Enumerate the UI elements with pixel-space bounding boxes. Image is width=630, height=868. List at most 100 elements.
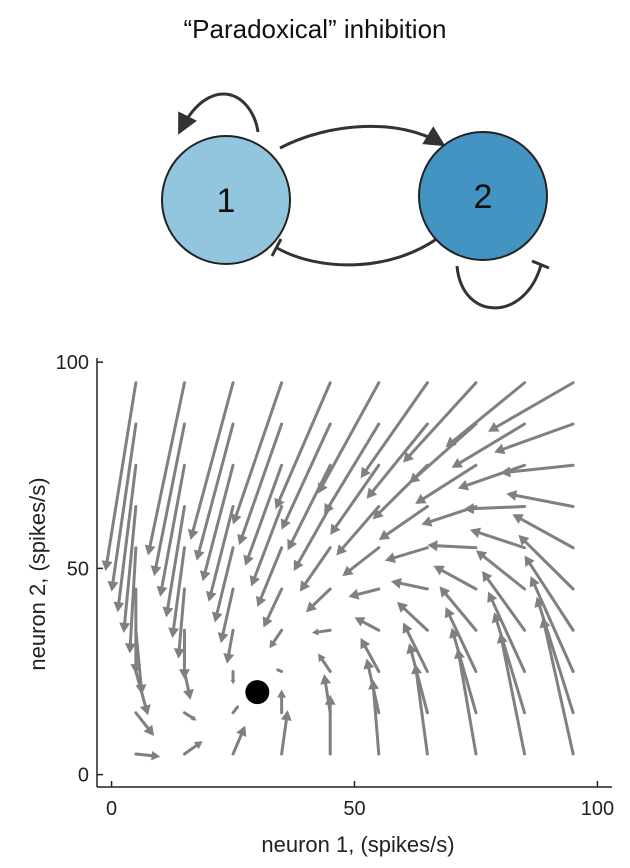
- y-axis-label: neuron 2, (spikes/s): [25, 477, 50, 670]
- vector-arrow: [439, 586, 478, 632]
- vector-arrow: [311, 628, 332, 636]
- vector-arrow: [406, 643, 429, 715]
- excitation-1-to-2-arrow: [279, 124, 446, 150]
- self-excitation-arrow: [178, 92, 260, 135]
- vector-arrow: [231, 705, 240, 715]
- vector-arrow: [403, 381, 478, 463]
- vector-arrow: [178, 628, 190, 680]
- vector-arrow: [262, 587, 284, 628]
- vector-arrow: [237, 422, 284, 546]
- vector-arrow: [318, 653, 332, 673]
- vector-arrow: [518, 534, 575, 591]
- vector-field: [101, 381, 575, 761]
- vector-arrow: [451, 422, 527, 468]
- vector-arrow: [280, 710, 292, 756]
- vector-arrow: [287, 463, 332, 551]
- x-tick-label: 100: [581, 798, 614, 820]
- vector-arrow: [299, 546, 332, 592]
- vector-arrow: [330, 463, 381, 535]
- vector-arrow: [187, 381, 235, 541]
- vector-arrow: [348, 587, 381, 600]
- vector-arrow: [274, 381, 332, 510]
- vector-arrow: [150, 422, 186, 577]
- vector-arrow: [217, 587, 235, 644]
- vector-arrow: [402, 622, 429, 673]
- vector-arrow: [449, 627, 478, 715]
- vector-arrow: [539, 617, 575, 756]
- node-2-circle: [418, 131, 548, 261]
- vector-arrow: [360, 637, 381, 673]
- vector-arrow: [318, 381, 381, 494]
- vector-arrow: [482, 570, 527, 632]
- vector-arrow: [366, 422, 429, 499]
- vector-arrow: [119, 505, 138, 633]
- vector-arrow: [280, 422, 332, 530]
- vector-arrow: [324, 422, 381, 515]
- vector-arrow: [494, 422, 575, 455]
- vector-arrow: [427, 540, 478, 552]
- vector-arrow: [415, 463, 478, 504]
- vector-arrow: [231, 381, 284, 525]
- vector-arrow: [231, 725, 247, 756]
- vector-arrow: [487, 591, 527, 673]
- y-tick-label: 0: [78, 765, 89, 787]
- node-1-circle: [161, 135, 291, 265]
- vector-arrow: [193, 422, 235, 561]
- vector-arrow: [113, 463, 138, 613]
- vector-arrow: [496, 632, 527, 756]
- node-1-label: 1: [217, 182, 236, 220]
- vector-arrow: [243, 463, 284, 566]
- vector-arrow: [101, 381, 138, 571]
- vector-arrow: [211, 546, 235, 623]
- vector-arrow: [182, 741, 203, 756]
- fixed-point-layer: [245, 680, 270, 705]
- vector-arrow: [360, 381, 429, 479]
- figure-title: “Paradoxical” inhibition: [183, 14, 447, 44]
- vector-arrow: [205, 505, 235, 602]
- vector-arrow: [512, 514, 575, 550]
- vector-arrow: [534, 596, 575, 715]
- vector-arrow: [506, 490, 575, 508]
- vector-arrow: [134, 750, 161, 761]
- vector-arrow: [444, 607, 478, 673]
- vector-arrow: [354, 617, 381, 632]
- vector-arrow: [445, 381, 527, 448]
- self-inhibition-bar: [531, 259, 550, 270]
- vector-arrow: [173, 587, 186, 659]
- inhibition-2-to-1-bar: [270, 238, 283, 257]
- y-tick-label: 100: [56, 352, 89, 374]
- vector-arrow: [182, 711, 197, 721]
- vector-arrow: [529, 576, 575, 673]
- vector-arrow: [230, 670, 236, 685]
- vector-arrow: [524, 555, 575, 632]
- vector-arrow: [134, 670, 151, 716]
- vector-arrow: [275, 668, 284, 673]
- vector-arrow: [384, 546, 429, 564]
- vector-arrow: [433, 565, 478, 591]
- vector-arrow: [488, 381, 575, 432]
- vector-arrow: [469, 527, 527, 550]
- vector-arrow: [249, 505, 284, 587]
- self-inhibition-edge: [455, 264, 543, 310]
- fixed-point-marker: [245, 680, 270, 705]
- vector-arrow: [269, 628, 284, 649]
- vector-arrow: [397, 601, 429, 632]
- vector-arrow: [463, 503, 527, 515]
- vector-arrow: [475, 550, 527, 591]
- vector-arrow: [134, 711, 155, 736]
- vector-arrow: [156, 463, 186, 597]
- vector-arrow: [409, 422, 478, 484]
- vector-arrow: [293, 505, 332, 571]
- vector-arrow: [457, 463, 527, 491]
- vector-arrow: [144, 381, 186, 556]
- inhibition-2-to-1-edge: [276, 236, 439, 267]
- vector-arrow: [124, 546, 138, 654]
- x-tick-label: 0: [106, 798, 117, 820]
- vector-arrow: [500, 463, 575, 478]
- vector-arrow: [223, 628, 235, 664]
- vector-arrow: [199, 463, 235, 582]
- vector-arrow: [378, 505, 429, 541]
- vector-arrow: [107, 422, 138, 592]
